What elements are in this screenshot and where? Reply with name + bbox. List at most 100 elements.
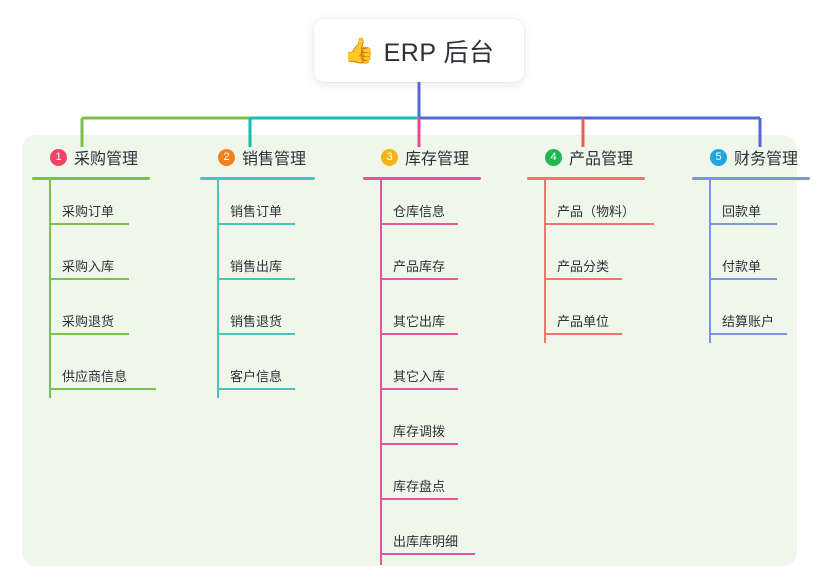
- branch-header[interactable]: 5 财务管理: [692, 145, 837, 169]
- branch-number-badge: 2: [218, 148, 235, 166]
- branch-title: 采购管理: [74, 151, 139, 168]
- leaf-item[interactable]: 供应商信息: [32, 345, 182, 400]
- page-title: ERP 后台: [383, 38, 495, 67]
- branch-panel: [22, 135, 797, 566]
- leaf-item[interactable]: 销售订单: [200, 180, 350, 235]
- leaf-item[interactable]: 客户信息: [200, 345, 350, 400]
- branch-spine: [217, 180, 219, 398]
- leaf-item-label: 客户信息: [230, 369, 283, 384]
- leaf-item[interactable]: 销售退货: [200, 290, 350, 345]
- leaf-item[interactable]: 库存盘点: [363, 455, 523, 510]
- leaf-item-underline: [217, 278, 295, 280]
- leaf-item-label: 库存调拨: [393, 424, 446, 439]
- leaf-item[interactable]: 库存调拨: [363, 400, 523, 455]
- leaf-item-underline: [380, 498, 458, 500]
- leaf-item[interactable]: 采购入库: [32, 235, 182, 290]
- leaf-item-underline: [49, 333, 129, 335]
- leaf-item-label: 回款单: [722, 204, 762, 219]
- branch-header-underline: [363, 177, 481, 180]
- leaf-item-label: 销售出库: [230, 259, 283, 274]
- branch-header[interactable]: 1 采购管理: [32, 145, 182, 169]
- leaf-item[interactable]: 产品单位: [527, 290, 687, 345]
- leaf-item[interactable]: 产品（物料）: [527, 180, 687, 235]
- leaf-item[interactable]: 产品库存: [363, 235, 523, 290]
- leaf-item-label: 其它出库: [393, 314, 446, 329]
- leaf-item[interactable]: 结算账户: [692, 290, 837, 345]
- leaf-item-label: 付款单: [722, 259, 762, 274]
- leaf-item-underline: [709, 278, 777, 280]
- leaf-item-underline: [544, 278, 622, 280]
- leaf-item-label: 采购入库: [62, 259, 115, 274]
- leaf-item-label: 销售订单: [230, 204, 283, 219]
- leaf-item-label: 仓库信息: [393, 204, 446, 219]
- branch-header-underline: [527, 177, 645, 180]
- leaf-item[interactable]: 销售出库: [200, 235, 350, 290]
- leaf-item-label: 出库库明细: [393, 534, 459, 549]
- leaf-item[interactable]: 产品分类: [527, 235, 687, 290]
- leaf-item[interactable]: 出库库明细: [363, 510, 523, 565]
- branch-header-underline: [32, 177, 150, 180]
- branch-spine: [709, 180, 711, 343]
- leaf-item-underline: [217, 333, 295, 335]
- leaf-item[interactable]: 仓库信息: [363, 180, 523, 235]
- branch-spine: [49, 180, 51, 398]
- branch-header-underline: [692, 177, 810, 180]
- leaf-item-label: 采购退货: [62, 314, 115, 329]
- branch-title: 销售管理: [242, 151, 307, 168]
- leaf-item-underline: [380, 223, 458, 225]
- leaf-item-label: 销售退货: [230, 314, 283, 329]
- leaf-list: 仓库信息产品库存其它出库其它入库库存调拨库存盘点出库库明细: [363, 180, 523, 565]
- leaf-list: 回款单付款单结算账户: [692, 180, 837, 345]
- branch-column: 3 库存管理仓库信息产品库存其它出库其它入库库存调拨库存盘点出库库明细: [363, 145, 523, 565]
- leaf-item-underline: [380, 388, 458, 390]
- leaf-item-label: 结算账户: [722, 314, 775, 329]
- leaf-item-underline: [49, 388, 156, 390]
- leaf-item-underline: [217, 388, 295, 390]
- branch-number-badge: 3: [381, 148, 398, 166]
- leaf-item-underline: [49, 278, 129, 280]
- leaf-item[interactable]: 其它入库: [363, 345, 523, 400]
- leaf-item-underline: [544, 333, 622, 335]
- leaf-item-underline: [709, 333, 787, 335]
- leaf-item-label: 产品库存: [393, 259, 446, 274]
- leaf-item[interactable]: 采购订单: [32, 180, 182, 235]
- leaf-item-underline: [380, 333, 458, 335]
- leaf-item-label: 供应商信息: [62, 369, 128, 384]
- leaf-list: 采购订单采购入库采购退货供应商信息: [32, 180, 182, 400]
- branch-column: 2 销售管理销售订单销售出库销售退货客户信息: [200, 145, 350, 400]
- branch-header-underline: [200, 177, 315, 180]
- leaf-list: 销售订单销售出库销售退货客户信息: [200, 180, 350, 400]
- branch-title: 财务管理: [734, 151, 799, 168]
- branch-title: 产品管理: [569, 151, 634, 168]
- branch-column: 1 采购管理采购订单采购入库采购退货供应商信息: [32, 145, 182, 400]
- leaf-item-underline: [380, 278, 458, 280]
- branch-column: 4 产品管理产品（物料） 产品分类产品单位: [527, 145, 687, 345]
- leaf-item[interactable]: 其它出库: [363, 290, 523, 345]
- leaf-item-underline: [544, 223, 654, 225]
- leaf-item-underline: [380, 553, 475, 555]
- leaf-item[interactable]: 付款单: [692, 235, 837, 290]
- leaf-item-label: 采购订单: [62, 204, 115, 219]
- thumbs-up-icon: 👍: [343, 37, 375, 65]
- leaf-item[interactable]: 采购退货: [32, 290, 182, 345]
- leaf-item[interactable]: 回款单: [692, 180, 837, 235]
- root-node-card[interactable]: 👍 ERP 后台: [314, 19, 524, 82]
- leaf-item-label: 产品（物料）: [557, 204, 636, 219]
- branch-header[interactable]: 2 销售管理: [200, 145, 350, 169]
- branch-title: 库存管理: [405, 151, 470, 168]
- leaf-item-underline: [380, 443, 458, 445]
- branch-column: 5 财务管理回款单付款单结算账户: [692, 145, 837, 345]
- branch-number-badge: 4: [545, 148, 562, 166]
- leaf-list: 产品（物料） 产品分类产品单位: [527, 180, 687, 345]
- branch-number-badge: 1: [50, 148, 67, 166]
- branch-header[interactable]: 3 库存管理: [363, 145, 523, 169]
- leaf-item-label: 其它入库: [393, 369, 446, 384]
- leaf-item-underline: [217, 223, 295, 225]
- branch-spine: [544, 180, 546, 343]
- leaf-item-label: 产品分类: [557, 259, 610, 274]
- branch-number-badge: 5: [710, 148, 727, 166]
- leaf-item-underline: [709, 223, 777, 225]
- branch-header[interactable]: 4 产品管理: [527, 145, 687, 169]
- leaf-item-label: 产品单位: [557, 314, 610, 329]
- leaf-item-underline: [49, 223, 129, 225]
